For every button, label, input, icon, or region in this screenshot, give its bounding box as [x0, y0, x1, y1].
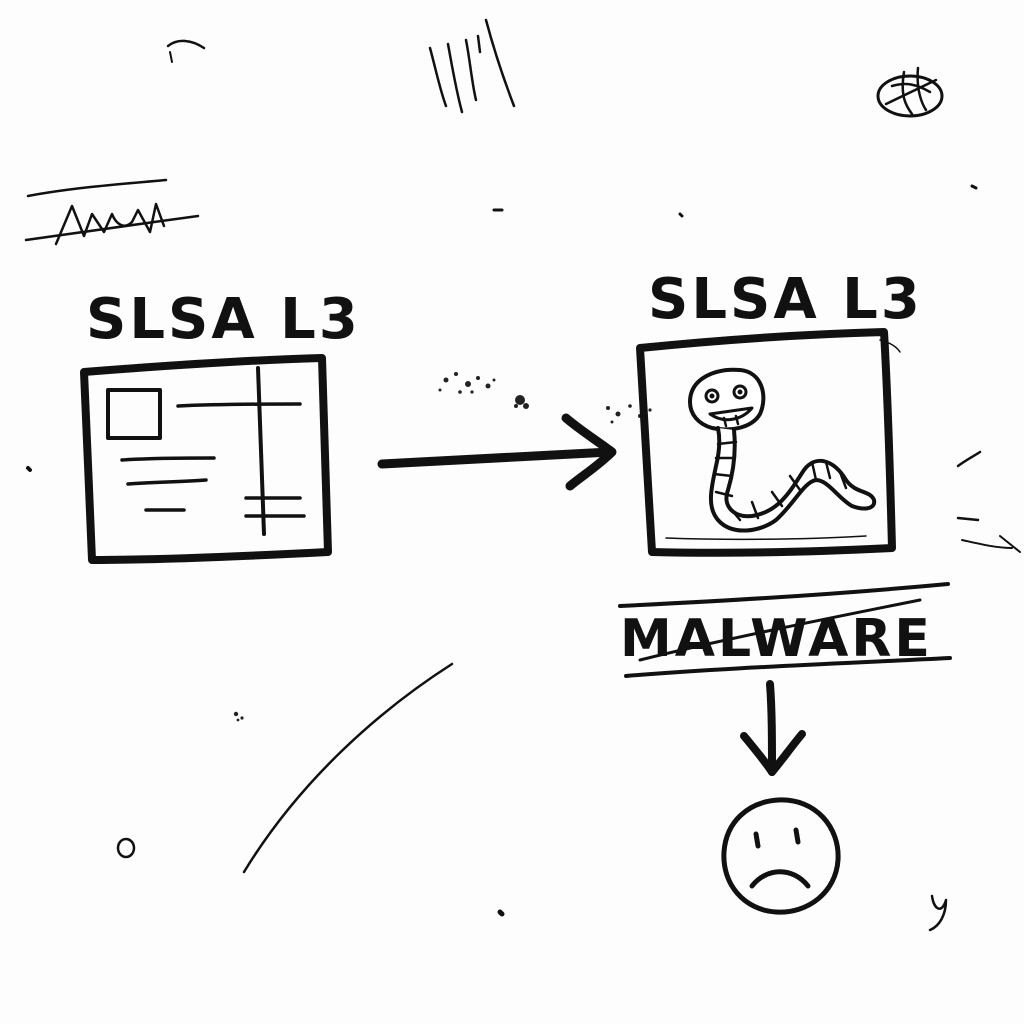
source-node	[80, 354, 332, 564]
sad-face-icon	[721, 797, 841, 915]
worm-icon	[688, 367, 877, 533]
document-icon	[106, 366, 306, 536]
malware-strikethrough	[618, 582, 952, 678]
ink-smudges	[233, 372, 652, 722]
target-node-label: SLSA L3	[648, 267, 923, 332]
background-scribbles	[24, 18, 1021, 932]
edge-source-to-target	[377, 413, 617, 491]
malware-label: MALWARE	[620, 609, 933, 669]
source-node-frame	[80, 354, 332, 564]
edge-target-to-outcome	[740, 680, 806, 776]
source-node-label: SLSA L3	[86, 287, 361, 352]
target-node	[636, 328, 896, 557]
target-node-frame	[636, 328, 896, 557]
